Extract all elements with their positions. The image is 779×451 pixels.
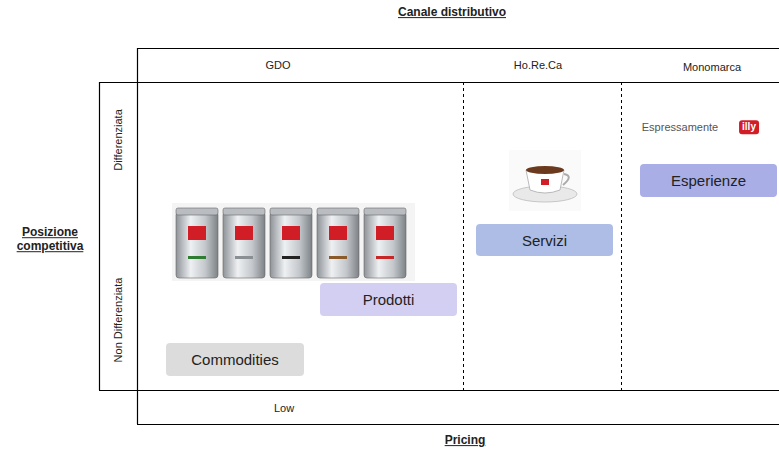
column-dividers bbox=[464, 82, 622, 390]
value-tier-box: Prodotti bbox=[320, 283, 457, 316]
row-header: Differenziata bbox=[112, 109, 125, 171]
column-header: GDO bbox=[265, 59, 290, 72]
box-label: Esperienze bbox=[671, 172, 746, 189]
espresso-cup bbox=[509, 150, 581, 211]
value-tier-box: Servizi bbox=[476, 224, 613, 256]
brand-logo-mark: illy bbox=[739, 120, 759, 134]
brand-logo-text: Espressamente bbox=[642, 121, 718, 134]
value-tier-box: Commodities bbox=[166, 343, 304, 376]
axis-title: Pricing bbox=[445, 434, 486, 448]
column-header: Ho.Re.Ca bbox=[514, 59, 562, 72]
value-tier-box: Esperienze bbox=[640, 164, 777, 197]
box-label: Servizi bbox=[522, 232, 567, 249]
box-label: Prodotti bbox=[363, 291, 415, 308]
row-header: Non Differenziata bbox=[112, 278, 125, 363]
grid-lines bbox=[99, 48, 779, 425]
axis-title: Canale distributivo bbox=[398, 6, 506, 20]
pricing-level: Low bbox=[274, 402, 294, 415]
axis-title: Posizione competitiva bbox=[4, 226, 96, 254]
logo-ground bbox=[637, 113, 779, 141]
coffee-cans bbox=[172, 203, 415, 281]
box-label: Commodities bbox=[191, 351, 279, 368]
column-header: Monomarca bbox=[683, 61, 741, 74]
